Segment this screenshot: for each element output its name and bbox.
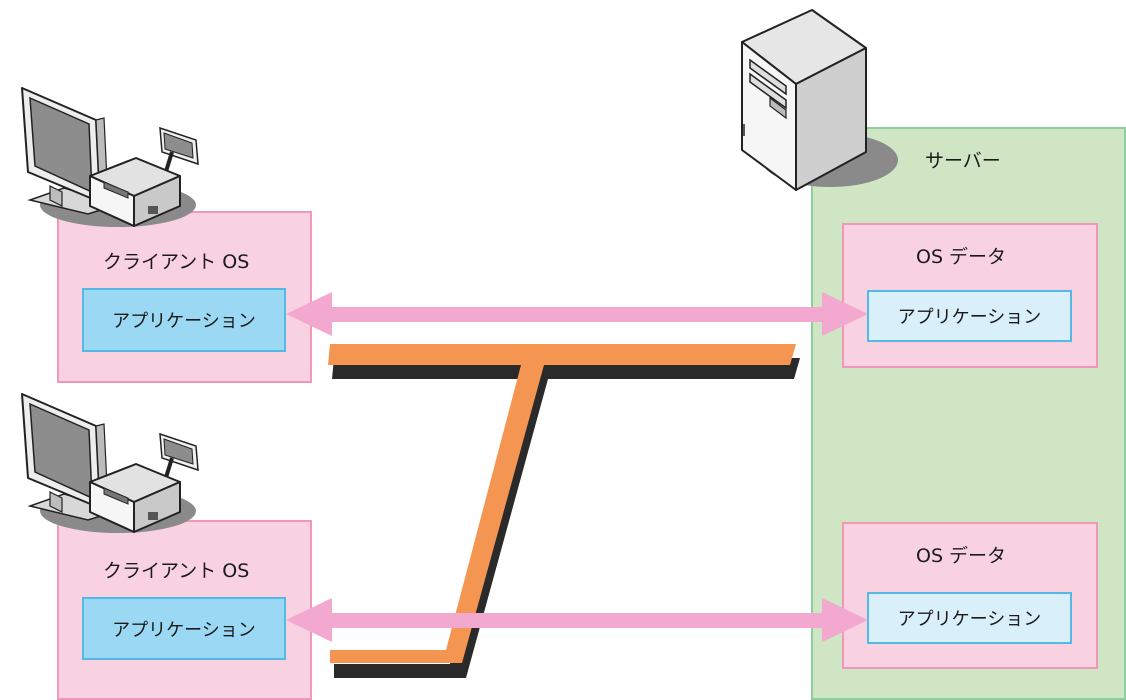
pos-terminal-icon <box>21 87 199 227</box>
server-application-label: アプリケーション <box>897 609 1042 630</box>
server-os-data-label: OS データ <box>916 246 1007 268</box>
client-os-label: クライアント OS <box>103 560 250 582</box>
server-os-data-box: OS データ アプリケーション <box>842 522 1098 669</box>
connection-arrow <box>286 598 868 642</box>
client-os-label: クライアント OS <box>103 251 250 273</box>
server-application-label: アプリケーション <box>897 307 1042 328</box>
client-os-box: クライアント OS アプリケーション <box>57 520 312 700</box>
connection-arrow <box>286 292 868 336</box>
client-application-box: アプリケーション <box>82 597 286 660</box>
client-application-label: アプリケーション <box>112 619 256 641</box>
client-application-label: アプリケーション <box>112 311 256 332</box>
server-os-data-box: OS データ アプリケーション <box>842 223 1098 368</box>
client-application-box: アプリケーション <box>82 288 286 352</box>
server-application-box: アプリケーション <box>867 592 1072 644</box>
server-application-box: アプリケーション <box>867 290 1072 342</box>
server-tower-icon <box>741 9 898 191</box>
client-os-box: クライアント OS アプリケーション <box>57 211 312 383</box>
pos-terminal-icon <box>21 393 199 533</box>
server-label: サーバー <box>925 150 1001 172</box>
server-os-data-label: OS データ <box>916 545 1007 567</box>
